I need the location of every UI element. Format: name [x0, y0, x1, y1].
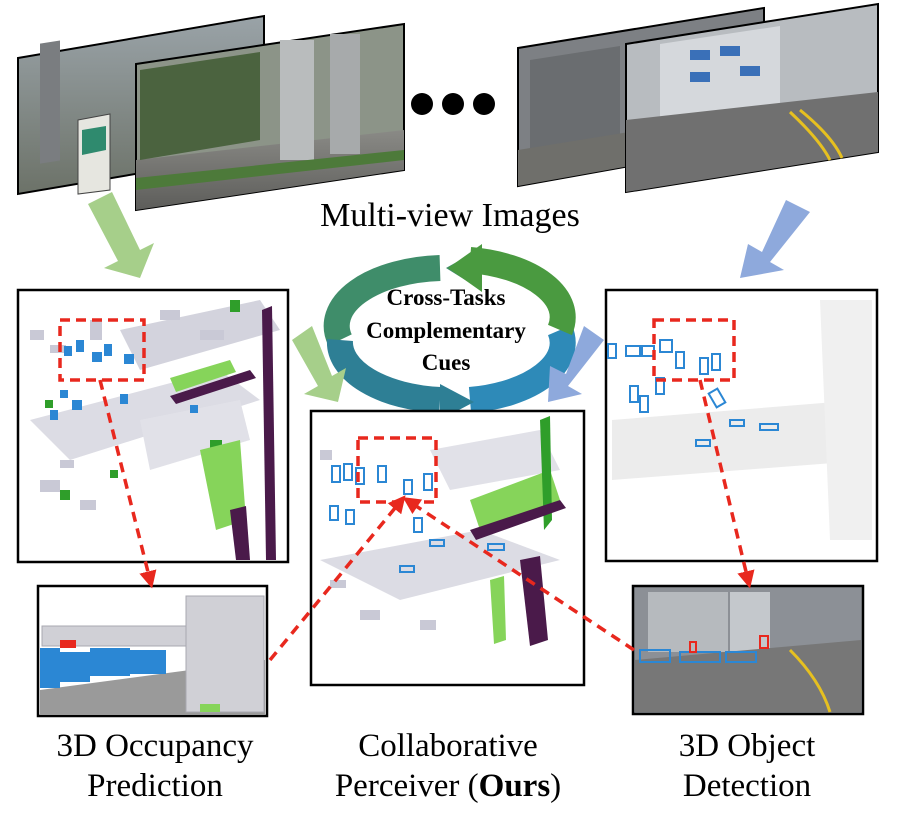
collab-label-post: ) — [550, 768, 562, 804]
collaborative-bev-panel — [309, 409, 586, 687]
cycle-text-line2: Complementary — [366, 318, 526, 343]
detection-label-line1: 3D Object — [678, 728, 816, 764]
cross-task-cycle — [323, 244, 576, 420]
occupancy-bev-panel — [16, 288, 290, 564]
ellipsis-dots — [411, 93, 495, 115]
object-detection-label: 3D Object Detection — [612, 726, 882, 806]
cycle-text-line1: Cross-Tasks — [387, 285, 506, 310]
camera-image-right-front — [625, 2, 879, 194]
green-arrow-top-left — [88, 192, 154, 278]
green-arrow-to-center — [292, 326, 346, 402]
blue-arrow-top-right — [740, 200, 810, 278]
collab-label-pre: Perceiver ( — [334, 768, 479, 804]
camera-image-left-front — [135, 22, 405, 212]
cycle-text-line3: Cues — [422, 350, 471, 375]
collaborative-perceiver-label: Collaborative Perceiver (Ours) — [300, 726, 596, 806]
collab-label-ours: Ours — [478, 768, 551, 804]
occupancy-label-line1: 3D Occupancy — [56, 728, 254, 764]
collab-label-line1: Collaborative — [358, 728, 538, 764]
red-dashed-connectors — [98, 379, 755, 662]
collab-label-line2: Perceiver (Ours) — [300, 766, 596, 806]
blue-arrow-to-center — [548, 326, 604, 402]
multi-view-images-label: Multi-view Images — [320, 197, 580, 234]
occupancy-3d-render — [36, 584, 269, 718]
occupancy-prediction-label: 3D Occupancy Prediction — [20, 726, 290, 806]
detection-camera-image — [631, 584, 865, 716]
occupancy-label-line2: Prediction — [87, 768, 223, 804]
detection-label-line2: Detection — [682, 768, 812, 804]
detection-bev-panel — [604, 288, 879, 563]
